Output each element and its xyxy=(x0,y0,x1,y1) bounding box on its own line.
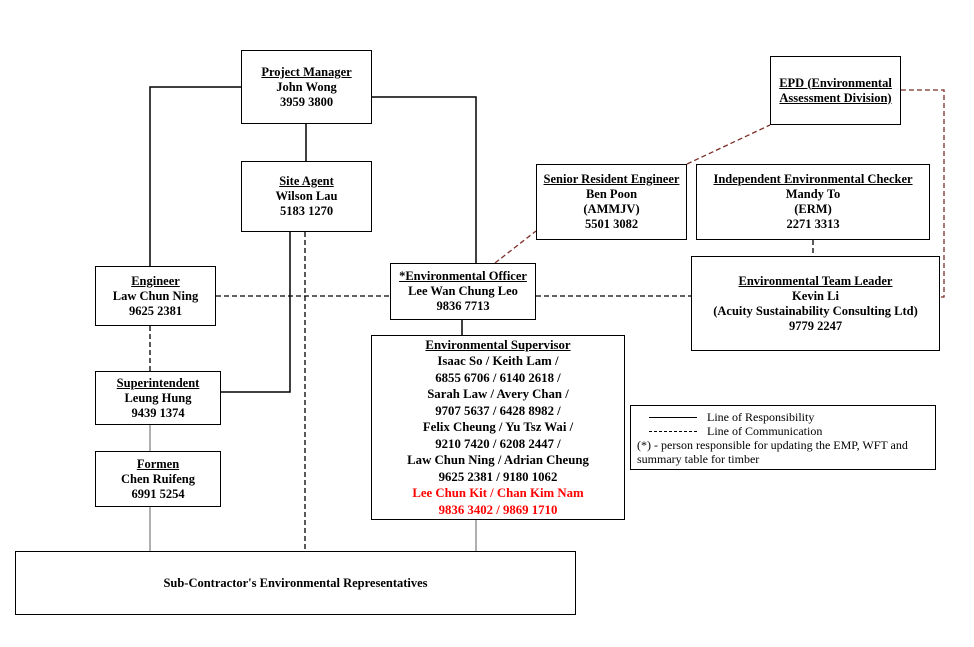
senior-resident-engineer-phone: 5501 3082 xyxy=(584,217,639,231)
sub-contractor-box: Sub-Contractor's Environmental Represent… xyxy=(15,551,576,615)
line-officer-to-sre-dashed xyxy=(494,230,537,264)
line-sre-to-epd-dashed xyxy=(686,124,771,165)
legend-note-line1: (*) - person responsible for updating th… xyxy=(637,438,908,452)
etl-phone: 9779 2247 xyxy=(788,318,843,333)
environmental-supervisor-title: Environmental Supervisor xyxy=(425,337,571,352)
supervisor-line: 6855 6706 / 6140 2618 / xyxy=(435,370,561,385)
superintendent-name: Leung Hung xyxy=(124,390,192,405)
dashed-line-sample xyxy=(649,430,697,432)
line-pm-to-environmental-officer xyxy=(372,96,477,263)
superintendent-box: Superintendent Leung Hung 9439 1374 xyxy=(95,371,221,425)
formen-phone: 6991 5254 xyxy=(131,486,185,501)
epd-box: EPD (Environmental Assessment Division) xyxy=(770,56,901,125)
supervisor-line: 9707 5637 / 6428 8982 / xyxy=(435,403,561,418)
supervisor-line: Felix Cheung / Yu Tsz Wai / xyxy=(422,420,574,435)
environmental-officer-phone: 9836 7713 xyxy=(436,299,490,313)
legend-note-line2: summary table for timber xyxy=(637,452,760,466)
legend-communication-row: Line of Communication xyxy=(649,424,929,438)
senior-resident-engineer-box: Senior Resident Engineer Ben Poon (AMMJV… xyxy=(536,164,687,240)
legend-responsibility-row: Line of Responsibility xyxy=(649,410,929,424)
superintendent-title: Superintendent xyxy=(116,375,200,390)
legend-communication-label: Line of Communication xyxy=(707,424,823,438)
iec-company: (ERM) xyxy=(794,202,832,216)
legend-responsibility-label: Line of Responsibility xyxy=(707,410,815,424)
environmental-officer-name: Lee Wan Chung Leo xyxy=(408,284,518,298)
environmental-officer-box: *Environmental Officer Lee Wan Chung Leo… xyxy=(390,263,536,320)
environmental-supervisor-box: Environmental Supervisor Isaac So / Keit… xyxy=(371,335,625,520)
project-manager-title: Project Manager xyxy=(261,64,352,79)
supervisor-line: 9210 7420 / 6208 2447 / xyxy=(435,436,561,451)
iec-phone: 2271 3313 xyxy=(786,217,840,231)
line-site-agent-to-superintendent xyxy=(221,232,291,393)
etl-title: Environmental Team Leader xyxy=(738,273,893,288)
project-manager-box: Project Manager John Wong 3959 3800 xyxy=(241,50,372,124)
solid-line-sample xyxy=(649,416,697,418)
formen-box: Formen Chen Ruifeng 6991 5254 xyxy=(95,451,221,507)
environmental-team-leader-box: Environmental Team Leader Kevin Li (Acui… xyxy=(691,256,940,351)
independent-environmental-checker-box: Independent Environmental Checker Mandy … xyxy=(696,164,930,240)
senior-resident-engineer-company: (AMMJV) xyxy=(583,202,640,216)
engineer-phone: 9625 2381 xyxy=(128,303,183,318)
site-agent-box: Site Agent Wilson Lau 5183 1270 xyxy=(241,161,372,232)
project-manager-name: John Wong xyxy=(276,79,337,94)
site-agent-name: Wilson Lau xyxy=(275,189,338,203)
formen-title: Formen xyxy=(136,456,180,471)
supervisor-highlight-line: 9836 3402 / 9869 1710 xyxy=(438,502,558,517)
senior-resident-engineer-name: Ben Poon xyxy=(585,187,638,201)
etl-company: (Acuity Sustainability Consulting Ltd) xyxy=(713,303,918,318)
environmental-officer-title: *Environmental Officer xyxy=(399,269,527,283)
epd-title-line2: Assessment Division) xyxy=(779,90,892,105)
site-agent-phone: 5183 1270 xyxy=(279,204,334,218)
supervisor-line: 9625 2381 / 9180 1062 xyxy=(438,469,558,484)
supervisor-line: Law Chun Ning / Adrian Cheung xyxy=(407,453,589,468)
engineer-title: Engineer xyxy=(131,273,180,288)
supervisor-highlight-line: Lee Chun Kit / Chan Kim Nam xyxy=(412,486,584,501)
superintendent-phone: 9439 1374 xyxy=(131,405,185,420)
etl-name: Kevin Li xyxy=(792,288,839,303)
supervisor-line: Isaac So / Keith Lam / xyxy=(437,354,559,369)
iec-title: Independent Environmental Checker xyxy=(713,172,913,186)
epd-title-line1: EPD (Environmental xyxy=(779,75,892,90)
sub-contractor-title: Sub-Contractor's Environmental Represent… xyxy=(163,575,428,590)
iec-name: Mandy To xyxy=(785,187,841,201)
formen-name: Chen Ruifeng xyxy=(121,471,195,486)
engineer-name: Law Chun Ning xyxy=(112,288,199,303)
engineer-box: Engineer Law Chun Ning 9625 2381 xyxy=(95,266,216,326)
supervisor-line: Sarah Law / Avery Chan / xyxy=(427,387,569,402)
legend-box: Line of Responsibility Line of Communica… xyxy=(630,405,936,470)
line-pm-to-engineer xyxy=(149,86,241,266)
site-agent-title: Site Agent xyxy=(279,174,334,188)
project-manager-phone: 3959 3800 xyxy=(279,94,334,109)
senior-resident-engineer-title: Senior Resident Engineer xyxy=(543,172,680,186)
